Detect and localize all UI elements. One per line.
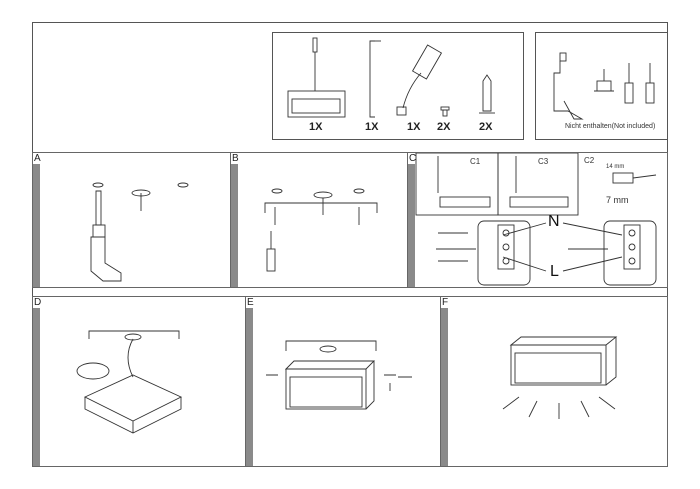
panel-strip <box>408 153 415 287</box>
qty-bracket: 1X <box>365 121 379 133</box>
parts-illustration <box>287 37 495 118</box>
c1-label: C1 <box>470 157 481 166</box>
qty-luminaire: 1X <box>309 121 323 133</box>
panel-strip <box>231 153 238 287</box>
parts-list: 1X 1X 1X 2X 2X <box>272 32 524 140</box>
wiring-illustration <box>415 153 657 286</box>
luminaire-part <box>287 37 346 118</box>
bracket-mount-illustration <box>264 188 378 272</box>
qty-small-screws: 2X <box>437 121 451 133</box>
step-d-panel: D <box>32 296 246 467</box>
step-c-label: C <box>408 153 418 164</box>
finished-luminaire-illustration <box>502 336 618 419</box>
step-e-label: E <box>246 297 255 308</box>
flat-screwdriver-icon <box>624 63 634 104</box>
driver-part <box>396 44 443 116</box>
small-screw-part <box>440 106 450 117</box>
terminal-right <box>603 220 657 286</box>
panel-strip <box>33 297 40 466</box>
drill-icon <box>553 52 584 120</box>
c3-label: C3 <box>538 157 549 166</box>
not-included-box: Nicht enthalten(Not included) <box>535 32 668 140</box>
step-d-label: D <box>33 297 43 308</box>
step-e-panel: E <box>245 296 441 467</box>
not-included-label: Nicht enthalten(Not included) <box>565 123 656 130</box>
cable-c2 <box>612 172 657 184</box>
neutral-label: N <box>548 213 560 230</box>
strip-length-label: 14 mm <box>606 164 625 170</box>
qty-driver: 1X <box>407 121 421 133</box>
live-label: L <box>550 263 559 280</box>
step-b-panel: B <box>230 152 408 288</box>
step-a-label: A <box>33 153 42 164</box>
driver-c1 <box>437 156 491 208</box>
drill-ceiling-illustration <box>90 182 189 282</box>
long-screw-part <box>479 74 495 114</box>
panel-strip <box>33 153 40 287</box>
step-b-label: B <box>231 153 240 164</box>
attach-luminaire-illustration <box>76 330 183 434</box>
phillips-screwdriver-icon <box>645 63 655 104</box>
insert-length-label: 7 mm <box>606 195 629 205</box>
wall-plug-icon <box>594 69 614 92</box>
tools-illustration <box>553 52 655 120</box>
panel-strip <box>441 297 448 466</box>
step-c-panel: C C1 C3 C2 14 mm 7 mm N L <box>407 152 668 288</box>
c2-label: C2 <box>584 156 595 165</box>
panel-strip <box>246 297 253 466</box>
step-a-panel: A <box>32 152 231 288</box>
qty-long-screws: 2X <box>479 121 493 133</box>
terminal-left <box>477 220 531 286</box>
fix-screws-illustration <box>266 340 412 410</box>
step-f-label: F <box>441 297 450 308</box>
driver-c3 <box>509 156 569 208</box>
step-f-panel: F <box>440 296 668 467</box>
mounting-bracket-part <box>369 40 381 118</box>
